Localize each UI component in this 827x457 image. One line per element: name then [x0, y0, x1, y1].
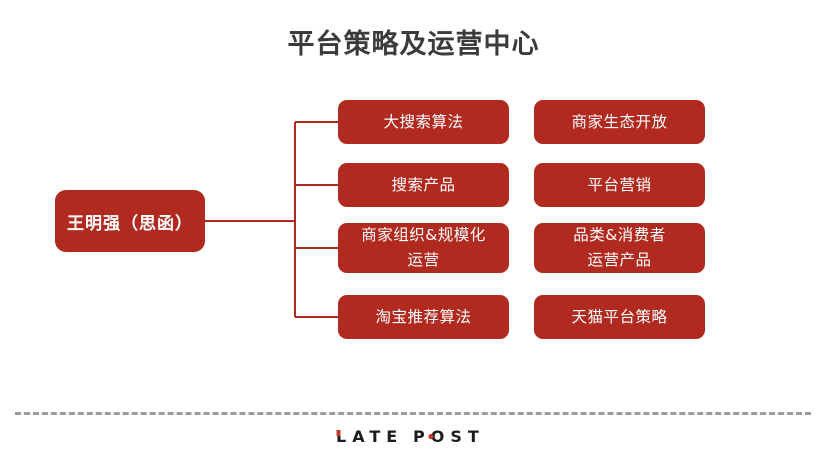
logo-text-left: LATE — [336, 427, 403, 446]
org-node-root-label: 王明强（思函） — [67, 213, 193, 234]
page-title: 平台策略及运营中心 — [287, 29, 540, 60]
org-node-root[interactable]: 王明强（思函） — [55, 190, 205, 252]
org-node-label: 商家组织&规模化 运营 — [361, 226, 486, 269]
org-node-label: 淘宝推荐算法 — [375, 308, 472, 326]
org-node-label: 搜索产品 — [391, 176, 456, 194]
org-node-secondary-4[interactable]: 天猫平台策略 — [534, 295, 705, 339]
logo-text-right: POST — [413, 427, 485, 446]
latepost-logo-icon: LATE POST — [336, 427, 485, 446]
org-node-primary-1[interactable]: 大搜索算法 — [338, 100, 509, 144]
org-node-primary-4[interactable]: 淘宝推荐算法 — [338, 295, 509, 339]
footer-divider — [15, 412, 811, 415]
org-node-label: 大搜索算法 — [383, 113, 464, 131]
footer-logo: LATE POST — [0, 426, 827, 448]
org-node-label: 品类&消费者 运营产品 — [573, 226, 666, 269]
logo-accent-l — [336, 430, 341, 436]
org-node-primary-2[interactable]: 搜索产品 — [338, 163, 509, 207]
org-node-primary-3[interactable]: 商家组织&规模化 运营 — [338, 223, 509, 273]
org-node-label: 平台营销 — [587, 176, 652, 194]
org-node-secondary-2[interactable]: 平台营销 — [534, 163, 705, 207]
org-node-secondary-1[interactable]: 商家生态开放 — [534, 100, 705, 144]
org-node-label: 商家生态开放 — [571, 113, 668, 131]
logo-accent-o — [428, 433, 434, 440]
org-node-label: 天猫平台策略 — [571, 308, 668, 326]
org-node-secondary-3[interactable]: 品类&消费者 运营产品 — [534, 223, 705, 273]
